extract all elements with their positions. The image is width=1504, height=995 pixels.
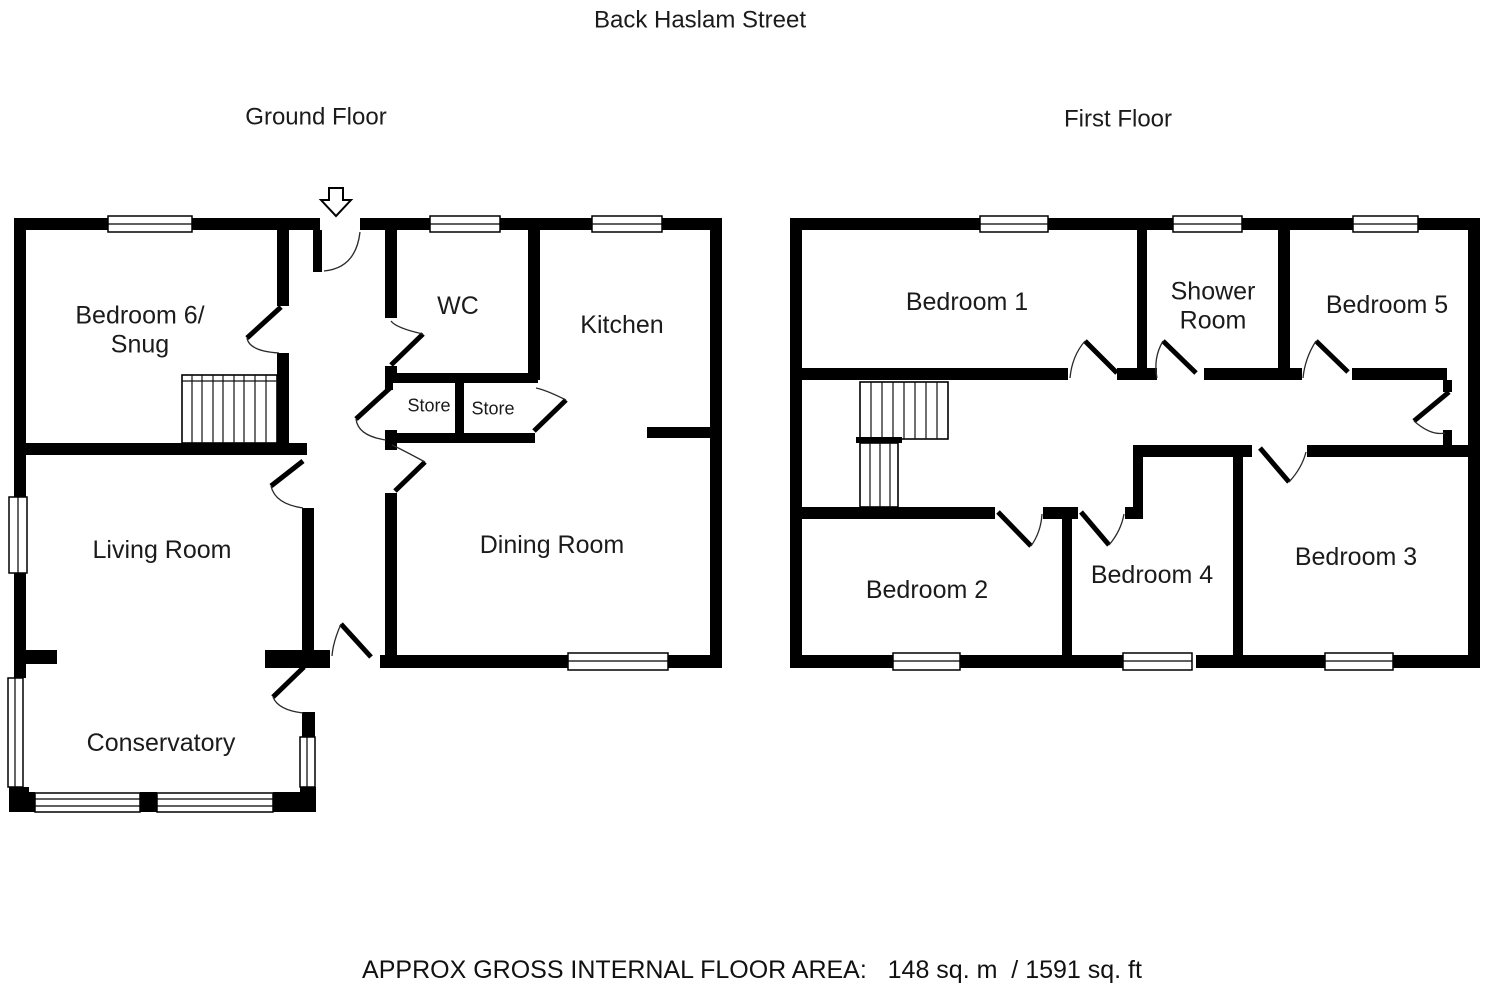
room-label-store-right: Store xyxy=(471,398,515,419)
room-label-conservatory: Conservatory xyxy=(86,728,236,757)
first-windows xyxy=(892,215,1419,671)
ground-walls xyxy=(9,218,722,812)
first-floor-plan xyxy=(790,215,1480,671)
floor-area-note: APPROX GROSS INTERNAL FLOOR AREA: 148 sq… xyxy=(362,956,1142,984)
room-label-bedroom6-snug: Bedroom 6/ Snug xyxy=(75,302,204,359)
room-label-dining-room: Dining Room xyxy=(479,530,625,559)
room-label-bedroom2: Bedroom 2 xyxy=(865,575,989,604)
ground-floor-heading: Ground Floor xyxy=(245,103,387,131)
room-label-bedroom5: Bedroom 5 xyxy=(1325,290,1449,319)
room-label-bedroom6-line2: Snug xyxy=(110,330,170,358)
room-label-shower-room: Shower Room xyxy=(1171,278,1256,335)
first-staircase xyxy=(859,381,949,508)
room-label-wc: WC xyxy=(437,291,479,320)
room-label-bedroom1: Bedroom 1 xyxy=(905,287,1029,316)
ground-doors xyxy=(245,231,568,714)
room-label-bedroom6-line1: Bedroom 6/ xyxy=(75,301,205,330)
room-label-bedroom4: Bedroom 4 xyxy=(1090,560,1214,589)
room-label-kitchen: Kitchen xyxy=(580,310,664,339)
room-label-living-room: Living Room xyxy=(92,535,232,564)
room-label-store-left: Store xyxy=(407,395,451,416)
room-label-bedroom3: Bedroom 3 xyxy=(1294,542,1418,571)
room-label-shower-line1: Shower xyxy=(1170,277,1256,306)
first-doors xyxy=(996,339,1451,548)
first-walls xyxy=(790,218,1480,668)
room-label-shower-line2: Room xyxy=(1179,306,1247,334)
plan-title: Back Haslam Street xyxy=(593,6,807,34)
entrance-arrow-icon xyxy=(318,187,354,218)
ground-staircase xyxy=(181,374,278,444)
ground-floor-plan xyxy=(7,187,722,813)
ground-windows xyxy=(7,215,669,813)
first-floor-heading: First Floor xyxy=(1064,105,1172,133)
